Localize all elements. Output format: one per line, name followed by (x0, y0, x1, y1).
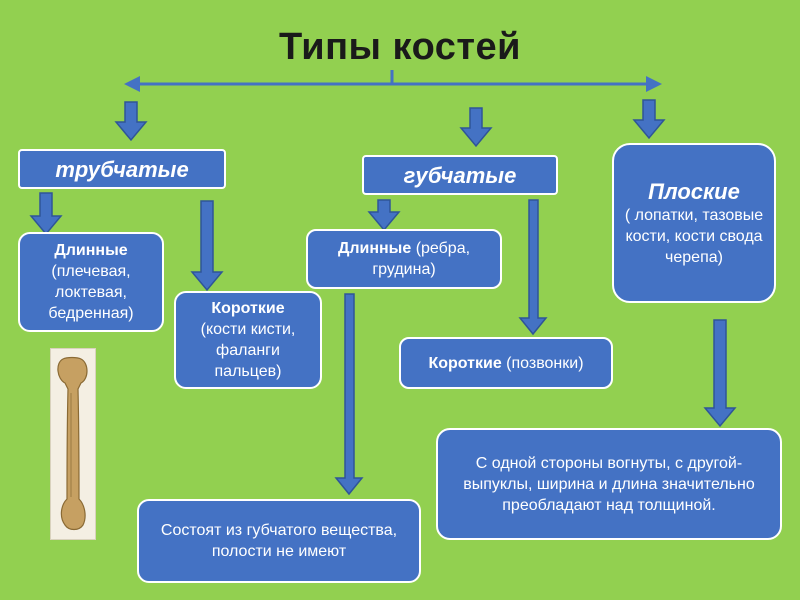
category-flat-examples: ( лопатки, тазовые кости, кости свода че… (624, 206, 764, 266)
arrow-tubular-long (29, 192, 63, 236)
spongy-short-box: Короткие (позвонки) (399, 337, 613, 389)
spongy-short-label: Короткие (428, 354, 502, 372)
arrow-spongy-short (518, 199, 548, 336)
tubular-long-text: (плечевая, локтевая, бедренная) (48, 263, 134, 322)
category-spongy-label: губчатые (403, 162, 517, 188)
spongy-long-box: Длинные (ребра, грудина) (306, 229, 502, 289)
tubular-long-label: Длинные (54, 242, 128, 259)
tubular-long-box: Длинные (плечевая, локтевая, бедренная) (18, 232, 164, 332)
flat-note-text: С одной стороны вогнуты, с другой- выпук… (463, 454, 755, 514)
arrow-spongy-note (334, 293, 364, 496)
arrow-to-flat (632, 99, 666, 140)
spongy-short-text: (позвонки) (501, 354, 584, 372)
arrow-tubular-short (190, 200, 224, 292)
tubular-short-box: Короткие (кости кисти, фаланги пальцев) (174, 291, 322, 389)
category-flat-label: Плоские (648, 178, 740, 204)
humerus-bone-image (50, 348, 96, 540)
arrow-to-spongy (459, 107, 493, 148)
tubular-short-label: Короткие (211, 300, 285, 317)
category-tubular: трубчатые (18, 149, 226, 189)
top-connector (124, 70, 662, 92)
spongy-long-text: (ребра, грудина) (372, 240, 471, 278)
category-tubular-label: трубчатые (55, 156, 189, 182)
bone-icon (57, 356, 88, 531)
arrow-flat-note (703, 319, 737, 428)
tubular-short-text: (кости кисти, фаланги пальцев) (200, 321, 296, 380)
spongy-long-label: Длинные (337, 240, 412, 257)
category-spongy: губчатые (362, 155, 558, 195)
flat-note-box: С одной стороны вогнуты, с другой- выпук… (436, 428, 782, 540)
spongy-note-box: Состоят из губчатого вещества, полости н… (137, 499, 421, 583)
arrow-spongy-long (367, 199, 401, 232)
category-flat: Плоские ( лопатки, тазовые кости, кости … (612, 143, 776, 303)
spongy-note-text: Состоят из губчатого вещества, полости н… (160, 522, 398, 560)
arrow-to-tubular (114, 101, 148, 142)
page-title: Типы костей (278, 26, 522, 68)
